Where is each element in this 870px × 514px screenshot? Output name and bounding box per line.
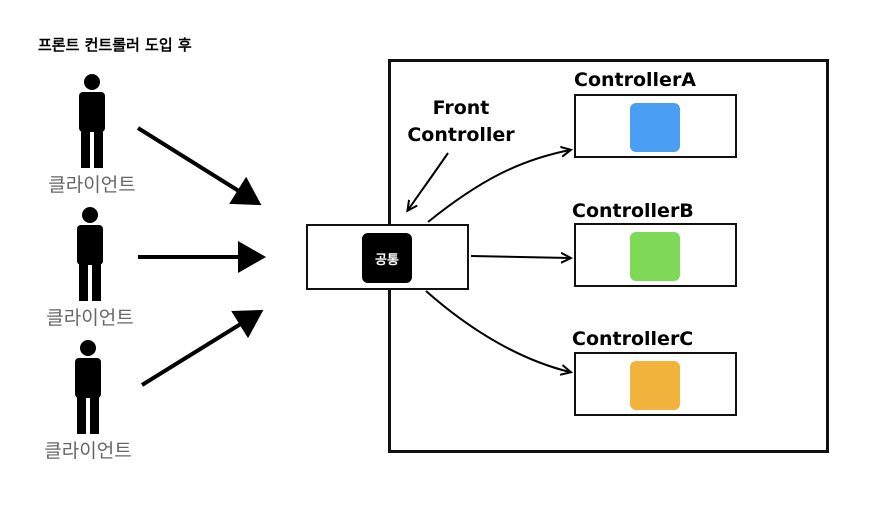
client-label: 클라이언트	[46, 307, 134, 329]
to-controller-a-arrow	[427, 150, 570, 223]
to-controller-c-arrow	[425, 290, 570, 372]
client-label: 클라이언트	[44, 440, 132, 462]
front-controller-box: 공통	[306, 224, 469, 290]
client-label: 클라이언트	[48, 174, 136, 196]
person-icon	[79, 74, 105, 168]
controller-b-swatch	[630, 232, 680, 281]
client-2: 클라이언트	[30, 207, 150, 330]
controller-a-title: ControllerA	[574, 69, 697, 91]
client-1: 클라이언트	[32, 74, 152, 197]
controller-c-title: ControllerC	[572, 328, 694, 350]
front-label-line2: Controller	[407, 124, 515, 146]
person-icon	[77, 207, 103, 301]
controller-c-swatch	[630, 361, 680, 410]
client-3-arrow	[140, 309, 264, 387]
front-controller-pointer-arrow	[408, 152, 449, 210]
person-icon	[75, 340, 101, 434]
page-title: 프론트 컨트롤러 도입 후	[38, 36, 192, 54]
front-label-line1: Front	[432, 97, 490, 119]
controller-b-box	[574, 223, 737, 287]
controller-b-title: ControllerB	[572, 200, 694, 222]
front-controller-label: Front Controller	[406, 95, 516, 149]
common-block: 공통	[362, 233, 412, 283]
client-3: 클라이언트	[28, 340, 148, 463]
client-1-arrow	[136, 126, 262, 206]
to-controller-b-arrow	[470, 256, 570, 258]
controller-a-box	[574, 94, 737, 158]
controller-a-swatch	[630, 103, 680, 152]
controller-c-box	[574, 352, 737, 416]
